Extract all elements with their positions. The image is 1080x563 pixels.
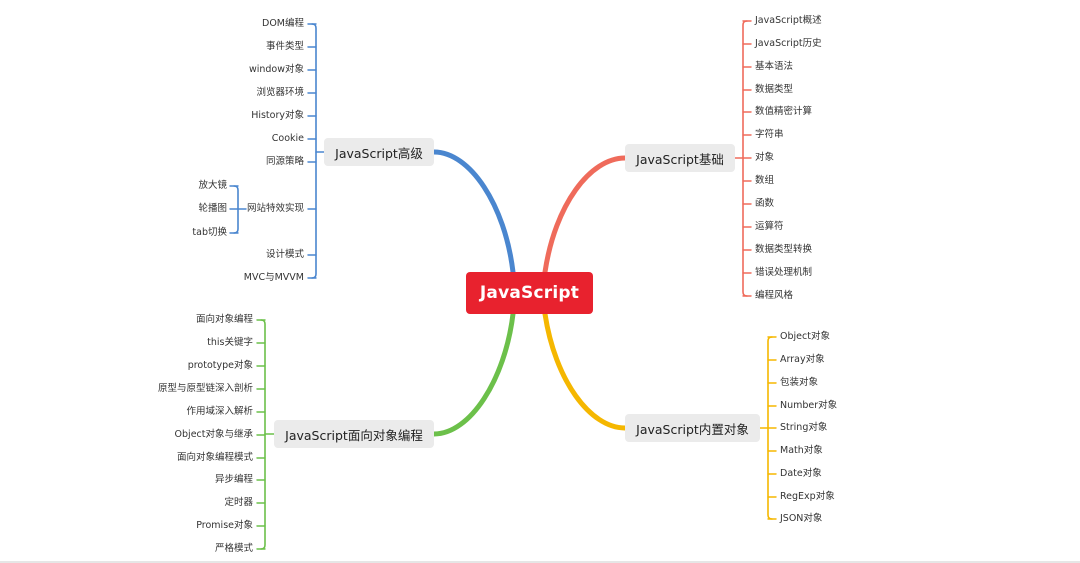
leaf-oop-3[interactable]: 原型与原型链深入剖析 (157, 383, 253, 394)
curve-root-builtin (542, 311, 628, 431)
leaf-advanced-sub-0[interactable]: 放大镜 (198, 180, 227, 191)
branch-node-advanced[interactable]: JavaScript高级 (324, 138, 434, 166)
branch-node-builtin[interactable]: JavaScript内置对象 (625, 414, 760, 442)
leaf-oop-5[interactable]: Object对象与继承 (174, 429, 253, 440)
leaf-oop-9[interactable]: Promise对象 (196, 520, 253, 531)
leaf-basics-9[interactable]: 运算符 (755, 221, 784, 232)
leaf-basics-4[interactable]: 数值精密计算 (755, 106, 813, 117)
curve-root-basics (542, 155, 628, 275)
leaf-advanced-8[interactable]: 设计模式 (265, 249, 304, 260)
leaf-advanced-6[interactable]: 同源策略 (265, 156, 304, 167)
leaf-builtin-1[interactable]: Array对象 (780, 354, 825, 365)
leaf-builtin-7[interactable]: RegExp对象 (780, 491, 835, 502)
leaf-builtin-5[interactable]: Math对象 (780, 445, 823, 456)
leaf-advanced-sub-1[interactable]: 轮播图 (198, 203, 227, 214)
bracket-advanced-spine (311, 23, 317, 279)
leaf-basics-1[interactable]: JavaScript历史 (755, 38, 822, 49)
leaf-builtin-3[interactable]: Number对象 (780, 400, 838, 411)
curve-root-advanced (431, 149, 516, 275)
leaf-advanced-4[interactable]: History对象 (251, 110, 304, 121)
curve-root-oop (431, 311, 516, 437)
leaf-basics-10[interactable]: 数据类型转换 (755, 244, 813, 255)
leaf-basics-12[interactable]: 编程风格 (755, 290, 794, 301)
leaf-advanced-1[interactable]: 事件类型 (265, 41, 304, 52)
branch-node-oop[interactable]: JavaScript面向对象编程 (274, 420, 434, 448)
leaf-basics-2[interactable]: 基本语法 (755, 61, 794, 72)
leaf-builtin-8[interactable]: JSON对象 (780, 513, 823, 524)
leaf-oop-4[interactable]: 作用域深入解析 (186, 406, 253, 417)
leaf-basics-6[interactable]: 对象 (755, 152, 775, 163)
leaf-advanced-5[interactable]: Cookie (271, 133, 304, 144)
leaf-advanced-9[interactable]: MVC与MVVM (243, 272, 304, 283)
leaf-oop-8[interactable]: 定时器 (224, 497, 253, 508)
leaf-builtin-2[interactable]: 包装对象 (780, 377, 819, 388)
leaf-oop-0[interactable]: 面向对象编程 (195, 314, 253, 325)
leaf-oop-6[interactable]: 面向对象编程模式 (176, 452, 253, 463)
leaf-oop-1[interactable]: this关键字 (207, 337, 253, 348)
bottom-divider (0, 561, 1080, 563)
leaf-advanced-3[interactable]: 浏览器环境 (256, 87, 304, 98)
leaf-builtin-4[interactable]: String对象 (780, 422, 828, 433)
leaf-oop-2[interactable]: prototype对象 (187, 360, 253, 371)
leaf-advanced-7[interactable]: 网站特效实现 (246, 203, 304, 214)
leaf-basics-3[interactable]: 数据类型 (755, 84, 794, 95)
leaf-advanced-2[interactable]: window对象 (248, 64, 304, 75)
leaf-basics-8[interactable]: 函数 (755, 198, 775, 209)
leaf-basics-0[interactable]: JavaScript概述 (755, 15, 822, 26)
leaf-builtin-6[interactable]: Date对象 (780, 468, 822, 479)
leaf-advanced-sub-2[interactable]: tab切换 (192, 227, 227, 238)
branch-node-basics[interactable]: JavaScript基础 (625, 144, 735, 172)
leaf-basics-7[interactable]: 数组 (755, 175, 775, 186)
leaf-basics-5[interactable]: 字符串 (755, 129, 784, 140)
leaf-basics-11[interactable]: 错误处理机制 (755, 267, 813, 278)
leaf-builtin-0[interactable]: Object对象 (780, 331, 830, 342)
root-node[interactable]: JavaScript (466, 272, 593, 314)
leaf-oop-10[interactable]: 严格模式 (214, 543, 253, 554)
leaf-advanced-0[interactable]: DOM编程 (262, 18, 304, 29)
leaf-oop-7[interactable]: 异步编程 (214, 474, 253, 485)
